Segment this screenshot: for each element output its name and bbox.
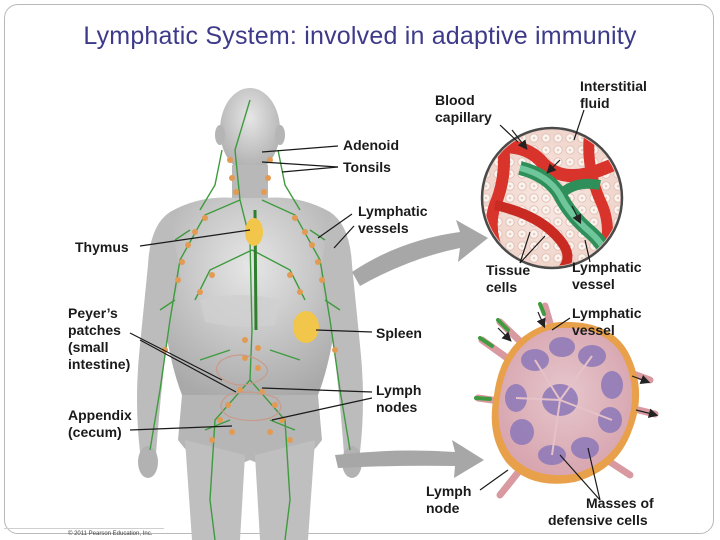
right-leg: [255, 440, 315, 540]
label-lymphatic-vessels-1: Lymphatic: [358, 203, 428, 219]
label-lymph-nodes-2: nodes: [376, 399, 417, 415]
label-blood-capillary-1: Blood: [435, 92, 475, 108]
label-lymph-nodes-1: Lymph: [376, 382, 421, 398]
label-lymphatic-vessel-b-1: Lymphatic: [572, 305, 642, 321]
label-lymph-node-1: Lymph: [426, 483, 471, 499]
label-masses-1: Masses of: [586, 495, 654, 511]
label-lymphatic-vessel-a-1: Lymphatic: [572, 259, 642, 275]
zoom-arrow-upper: [352, 220, 488, 286]
label-tissue-cells-2: cells: [486, 279, 517, 295]
footer-divider: [4, 528, 164, 529]
label-thymus: Thymus: [75, 239, 129, 255]
label-interstitial-2: fluid: [580, 95, 610, 111]
label-peyers-4: intestine): [68, 356, 130, 372]
human-body: [137, 88, 363, 540]
label-lymphatic-vessels-2: vessels: [358, 220, 409, 236]
label-lymphatic-vessel-b-2: vessel: [572, 322, 615, 338]
zoom-arrow-lower: [335, 440, 484, 478]
label-peyers-1: Peyer’s: [68, 305, 118, 321]
label-lymph-node-2: node: [426, 500, 460, 516]
label-lymphatic-vessel-a-2: vessel: [572, 276, 615, 292]
label-spleen: Spleen: [376, 325, 422, 341]
label-interstitial-1: Interstitial: [580, 78, 647, 94]
thymus-organ: [245, 218, 263, 246]
lymphatic-network: [149, 99, 351, 540]
label-blood-capillary-2: capillary: [435, 109, 492, 125]
label-peyers-2: patches: [68, 322, 121, 338]
lymph-node-inset: [474, 302, 659, 499]
left-arm: [137, 212, 180, 454]
capillary-bed-inset: [480, 126, 624, 270]
copyright-credit: © 2011 Pearson Education, Inc.: [68, 530, 153, 537]
lymph-node-dots: [162, 157, 338, 443]
left-leg: [185, 440, 245, 540]
right-arm: [320, 212, 363, 454]
label-tonsils: Tonsils: [343, 159, 391, 175]
spleen-organ: [293, 311, 319, 343]
label-adenoid: Adenoid: [343, 137, 399, 153]
inset-leaders-top: [499, 109, 591, 264]
label-appendix-1: Appendix: [68, 407, 132, 423]
label-peyers-3: (small: [68, 339, 108, 355]
label-masses-2: defensive cells: [548, 512, 648, 528]
label-tissue-cells-1: Tissue: [486, 262, 530, 278]
leader-lines: [129, 145, 373, 431]
label-appendix-2: (cecum): [68, 424, 122, 440]
inset-leaders-bottom: [479, 317, 601, 501]
slide-title: Lymphatic System: involved in adaptive i…: [83, 22, 637, 50]
intestine: [215, 354, 282, 422]
